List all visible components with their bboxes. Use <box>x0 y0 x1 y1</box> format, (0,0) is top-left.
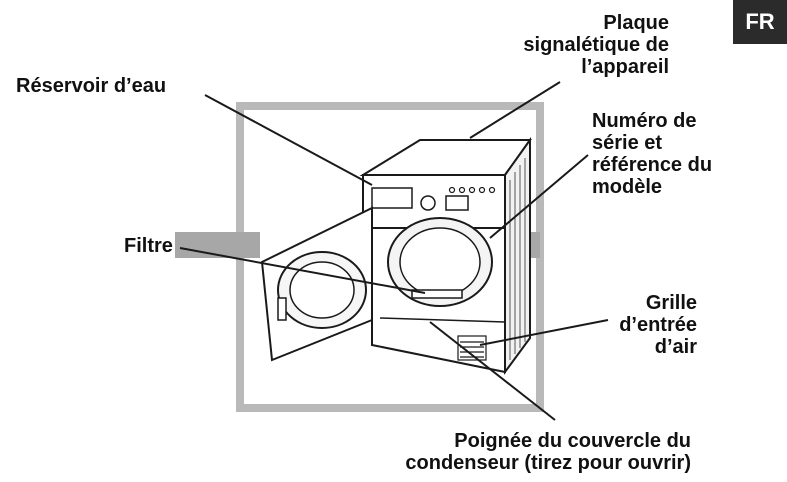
door-handle <box>277 297 287 321</box>
door-window-inner <box>289 261 355 319</box>
display-panel <box>445 195 469 211</box>
callout-numero-line-4: modèle <box>592 176 663 198</box>
callout-filtre-line-1: Filtre <box>124 235 173 257</box>
filter-slot <box>411 289 463 299</box>
water-reservoir <box>371 187 413 209</box>
leader-grille <box>479 319 609 346</box>
callout-reservoir: Réservoir d’eau <box>16 75 166 97</box>
condenser-cover-edge <box>379 317 506 323</box>
leader-reservoir <box>204 94 373 186</box>
callout-numero-line-3: référence du <box>592 154 713 176</box>
callout-poignee: Poignée du couvercle du condenseur (tire… <box>405 430 691 474</box>
callout-plaque: Plaque signalétique de l’appareil <box>523 12 669 78</box>
leader-poignee <box>429 321 556 421</box>
drum-inner <box>399 227 481 297</box>
leader-plaque <box>469 81 561 139</box>
callout-grille-line-1: Grille <box>645 292 697 314</box>
callout-reservoir-line-1: Réservoir d’eau <box>16 75 167 97</box>
callout-plaque-line-3: l’appareil <box>581 56 669 78</box>
dryer-top <box>359 139 532 176</box>
callout-filtre: Filtre <box>124 235 173 257</box>
callout-plaque-line-1: Plaque <box>603 12 669 34</box>
callout-grille-line-2: d’entrée <box>619 314 697 336</box>
leader-numero <box>489 154 589 239</box>
callout-numero-line-1: Numéro de <box>592 110 697 132</box>
callout-plaque-line-2: signalétique de <box>523 34 669 56</box>
control-buttons <box>448 186 496 194</box>
callout-grille-line-3: d’air <box>654 336 697 358</box>
language-badge: FR <box>733 0 787 44</box>
callout-poignee-line-1: Poignée du couvercle du <box>454 430 691 452</box>
callout-grille: Grille d’entrée d’air <box>619 292 697 358</box>
side-hatching <box>509 158 526 360</box>
callout-numero: Numéro de série et référence du modèle <box>592 110 712 198</box>
callout-numero-line-2: série et <box>592 132 663 154</box>
leader-lines <box>179 81 609 421</box>
program-knob <box>420 195 436 211</box>
leader-filtre <box>179 247 426 294</box>
callout-poignee-line-2: condenseur (tirez pour ouvrir) <box>405 452 691 474</box>
